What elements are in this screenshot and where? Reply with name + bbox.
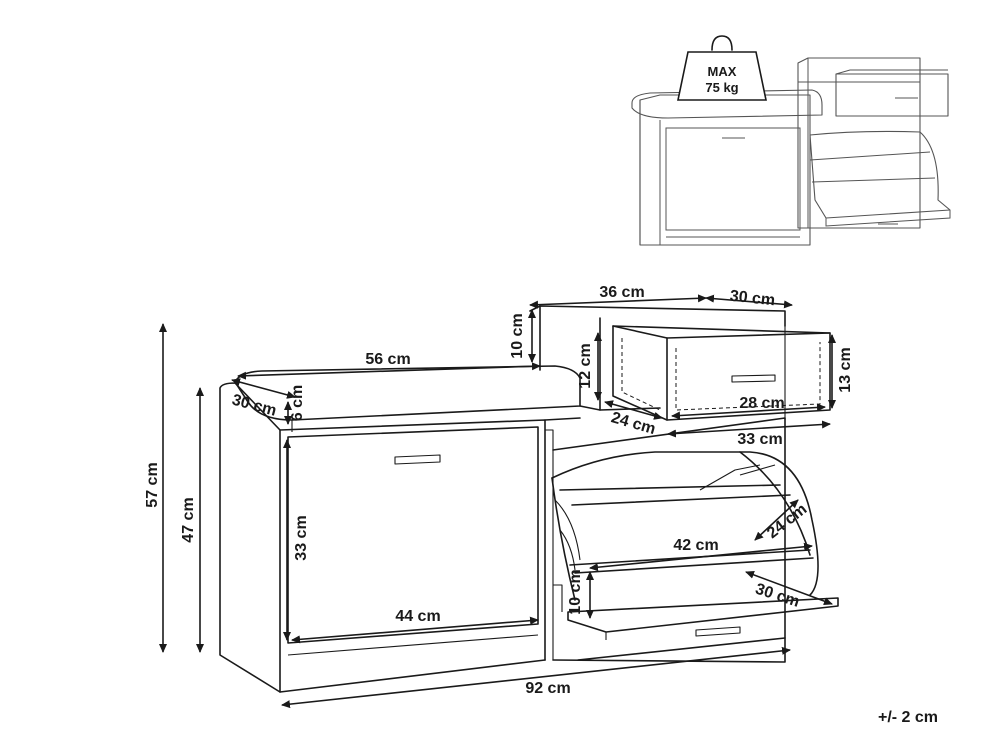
max-weight-badge: MAX 75 kg [677, 35, 767, 101]
dim-line-30-top [705, 294, 793, 309]
label-13cm: 13 cm [837, 347, 854, 392]
label-44cm: 44 cm [395, 608, 440, 625]
dim-line-24-shelf [754, 499, 799, 541]
label-33cm-width: 33 cm [737, 431, 782, 448]
weight-badge-max: MAX [708, 64, 737, 79]
dimension-lines [159, 294, 836, 709]
label-30cm-top: 30 cm [729, 288, 776, 310]
label-6cm: 6 cm [289, 385, 306, 421]
label-28cm: 28 cm [739, 395, 784, 412]
dim-line-28 [671, 403, 826, 420]
dim-line-92 [281, 646, 791, 709]
label-30cm-flap: 30 cm [753, 581, 801, 611]
weight-badge-kg: 75 kg [705, 80, 738, 95]
dim-line-36 [529, 294, 707, 309]
label-42cm: 42 cm [673, 537, 718, 554]
dim-line-33-width [667, 420, 831, 438]
dim-line-30-left [231, 378, 296, 399]
bench-main-drawing [219, 305, 839, 693]
label-10cm-bottom: 10 cm [567, 569, 584, 614]
dim-line-42 [589, 542, 813, 572]
label-10cm-top: 10 cm [509, 313, 526, 358]
dim-line-44 [291, 616, 539, 644]
dim-line-30-flap [745, 571, 833, 605]
label-12cm: 12 cm [577, 343, 594, 388]
dim-line-56 [237, 362, 541, 380]
label-36cm: 36 cm [599, 284, 644, 301]
dim-line-24-drawer [604, 400, 663, 420]
product-thumbnail [631, 57, 951, 246]
label-92cm: 92 cm [525, 680, 570, 697]
label-33cm-height: 33 cm [293, 515, 310, 560]
label-57cm: 57 cm [144, 462, 161, 507]
label-47cm: 47 cm [180, 497, 197, 542]
label-24cm-drawer: 24 cm [609, 409, 657, 438]
label-30cm-left: 30 cm [230, 392, 278, 420]
tolerance-note: +/- 2 cm [878, 709, 938, 726]
label-56cm: 56 cm [365, 351, 410, 368]
